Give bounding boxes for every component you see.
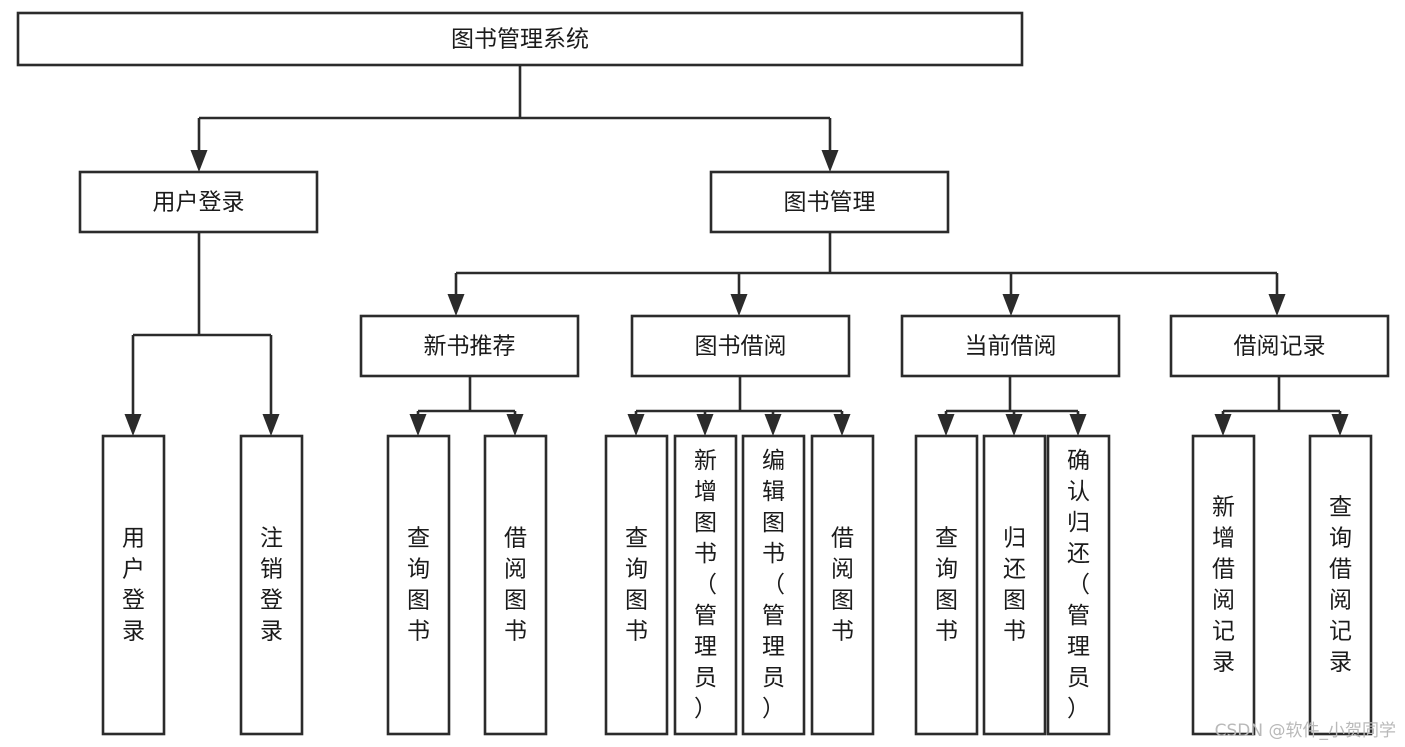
node-box[interactable] [239,434,304,736]
arrow-head-icon [1214,414,1232,436]
node-box[interactable] [900,314,1121,378]
leaf-node-leaf-return-book[interactable]: 归还图书 [982,434,1047,736]
level3-node-book-borrow[interactable]: 图书借阅 [630,314,851,378]
node-label: 新增图书（管理员） [694,448,717,722]
node-box[interactable] [982,434,1047,736]
leaf-node-leaf-confirm-return[interactable]: 确认归还（管理员） [1046,434,1111,736]
node-box[interactable] [78,170,319,234]
leaf-node-leaf-query-book-2[interactable]: 查询图书 [604,434,669,736]
node-box[interactable] [630,314,851,378]
node-box[interactable] [16,11,1024,67]
node-layer: 图书管理系统用户登录图书管理新书推荐图书借阅当前借阅借阅记录用户登录注销登录查询… [16,11,1390,736]
arrow-head-icon [190,150,208,172]
arrow-head-icon [1002,294,1020,316]
level3-node-borrow-record[interactable]: 借阅记录 [1169,314,1390,378]
node-label: 图书借阅 [695,334,787,360]
node-box[interactable] [101,434,166,736]
node-box[interactable] [914,434,979,736]
node-box[interactable] [709,170,950,234]
level3-node-new-book-recommend[interactable]: 新书推荐 [359,314,580,378]
node-box[interactable] [741,434,806,736]
arrow-head-icon [1268,294,1286,316]
leaf-node-leaf-query-book-3[interactable]: 查询图书 [914,434,979,736]
connector-group [1214,376,1349,436]
connector-group [409,376,524,436]
leaf-node-leaf-query-record[interactable]: 查询借阅记录 [1308,434,1373,736]
arrow-head-icon [696,414,714,436]
node-box[interactable] [604,434,669,736]
node-label: 确认归还（管理员） [1067,448,1090,722]
leaf-node-leaf-user-login[interactable]: 用户登录 [101,434,166,736]
node-box[interactable] [810,434,875,736]
connector-group [124,232,280,436]
leaf-node-leaf-borrow-book-1[interactable]: 借阅图书 [483,434,548,736]
node-box[interactable] [1308,434,1373,736]
arrow-head-icon [1069,414,1087,436]
arrow-head-icon [764,414,782,436]
connector-group [447,232,1286,316]
node-box[interactable] [1191,434,1256,736]
node-label: 图书管理 [784,190,876,216]
arrow-head-icon [833,414,851,436]
arrow-head-icon [730,294,748,316]
level3-node-current-borrow[interactable]: 当前借阅 [900,314,1121,378]
arrow-head-icon [937,414,955,436]
leaf-node-leaf-query-book-1[interactable]: 查询图书 [386,434,451,736]
node-box[interactable] [386,434,451,736]
connector-group [190,65,839,172]
leaf-node-leaf-add-book[interactable]: 新增图书（管理员） [673,434,738,736]
node-label: 用户登录 [153,190,245,216]
node-box[interactable] [1169,314,1390,378]
node-label: 新书推荐 [424,334,516,360]
arrow-head-icon [409,414,427,436]
node-box[interactable] [1046,434,1111,736]
leaf-node-leaf-logout[interactable]: 注销登录 [239,434,304,736]
leaf-node-leaf-edit-book[interactable]: 编辑图书（管理员） [741,434,806,736]
node-label: 归还图书 [1003,525,1026,644]
watermark-layer: CSDN @软件_小贺同学 [1215,721,1396,741]
node-label: 编辑图书（管理员） [762,448,785,722]
leaf-node-leaf-borrow-book-2[interactable]: 借阅图书 [810,434,875,736]
node-box[interactable] [359,314,580,378]
node-label: 新增借阅记录 [1212,494,1235,675]
arrow-head-icon [1005,414,1023,436]
arrow-head-icon [1331,414,1349,436]
arrow-head-icon [447,294,465,316]
csdn-watermark: CSDN @软件_小贺同学 [1215,721,1396,741]
arrow-head-icon [627,414,645,436]
node-label: 用户登录 [122,525,145,644]
arrow-head-icon [821,150,839,172]
node-label: 图书管理系统 [451,27,589,53]
node-label: 借阅图书 [504,525,527,644]
leaf-node-leaf-add-record[interactable]: 新增借阅记录 [1191,434,1256,736]
connector-group [937,376,1087,436]
node-box[interactable] [483,434,548,736]
arrow-head-icon [506,414,524,436]
node-label: 注销登录 [260,525,283,644]
arrow-head-icon [124,414,142,436]
level2-node-book-manage[interactable]: 图书管理 [709,170,950,234]
node-label: 查询图书 [625,525,648,644]
node-label: 查询图书 [407,525,430,644]
arrow-head-icon [262,414,280,436]
node-box[interactable] [673,434,738,736]
node-label: 当前借阅 [965,334,1057,360]
node-label: 查询图书 [935,525,958,644]
node-label: 查询借阅记录 [1329,494,1352,675]
connector-layer [124,65,1349,436]
level2-node-user-login[interactable]: 用户登录 [78,170,319,234]
node-label: 借阅记录 [1234,334,1326,360]
node-label: 借阅图书 [831,525,854,644]
root-node-root[interactable]: 图书管理系统 [16,11,1024,67]
connector-group [627,376,851,436]
